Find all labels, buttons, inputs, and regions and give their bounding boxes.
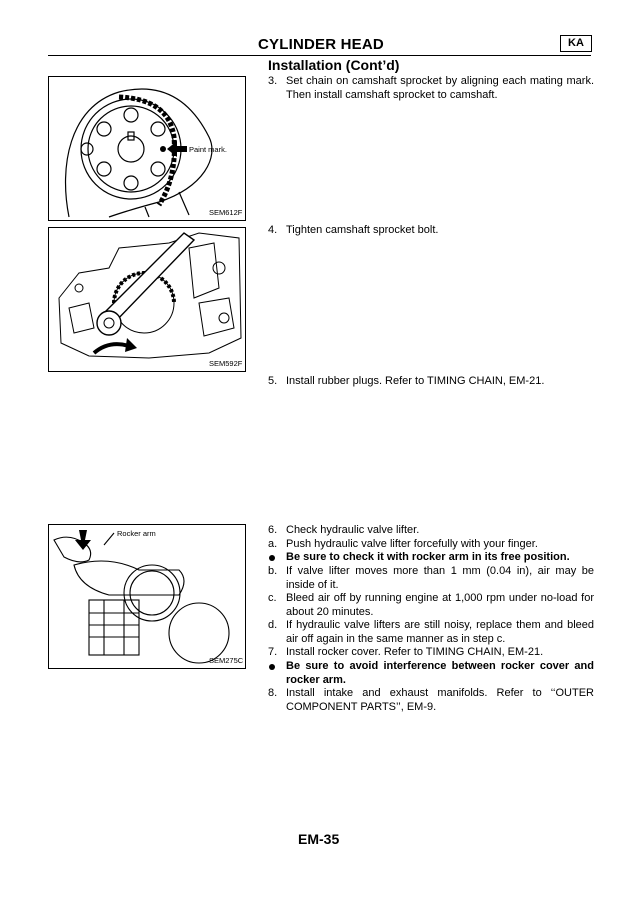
step-7: 7. Install rocker cover. Refer to TIMING… bbox=[268, 646, 598, 660]
rocker-arm-label: Rocker arm bbox=[117, 529, 156, 538]
figure-code: SEM592F bbox=[209, 359, 243, 368]
step-6c: c. Bleed air off by running engine at 1,… bbox=[268, 592, 598, 620]
step-marker: c. bbox=[268, 592, 277, 604]
step-text: Be sure to check it with rocker arm in i… bbox=[286, 551, 570, 563]
step-marker: 3. bbox=[268, 75, 278, 87]
figure-sprocket-bolt: SEM592F bbox=[48, 227, 246, 372]
bullet-icon bbox=[269, 664, 275, 670]
section-title: Installation (Cont’d) bbox=[268, 57, 400, 73]
step-3: 3. Set chain on camshaft sprocket by ali… bbox=[268, 75, 598, 105]
page-number: EM-35 bbox=[298, 831, 340, 847]
step-marker: 5. bbox=[268, 375, 278, 387]
sprocket-chain-illustration bbox=[64, 88, 213, 218]
step-4: 4. Tighten camshaft sprocket bolt. bbox=[268, 224, 598, 240]
step-text: Push hydraulic valve lifter forcefully w… bbox=[286, 538, 538, 550]
figure-rocker-arm: Rocker arm SEM275C bbox=[48, 524, 246, 669]
step-marker: 6. bbox=[268, 524, 278, 536]
wrench-illustration bbox=[58, 232, 242, 359]
page-header-title: CYLINDER HEAD bbox=[258, 36, 384, 53]
step-6: 6. Check hydraulic valve lifter. bbox=[268, 524, 598, 538]
step-marker: 4. bbox=[268, 224, 278, 236]
step-text: Bleed air off by running engine at 1,000… bbox=[286, 592, 594, 618]
figure-code: SEM275C bbox=[209, 656, 244, 665]
step-text: Be sure to avoid interference between ro… bbox=[286, 660, 594, 686]
figure-camshaft-sprocket: Paint mark. SEM612F bbox=[48, 76, 246, 221]
rocker-arm-illustration bbox=[53, 530, 230, 664]
bullet-icon bbox=[269, 555, 275, 561]
step-marker: d. bbox=[268, 619, 278, 631]
model-badge: KA bbox=[560, 35, 592, 52]
step-text: If hydraulic valve lifters are still noi… bbox=[286, 619, 594, 645]
step-marker: a. bbox=[268, 538, 278, 550]
step-text: Set chain on camshaft sprocket by aligni… bbox=[286, 75, 594, 101]
step-marker: b. bbox=[268, 565, 278, 577]
step-6a: a. Push hydraulic valve lifter forcefull… bbox=[268, 538, 598, 552]
step-text: If valve lifter moves more than 1 mm (0.… bbox=[286, 565, 594, 591]
step-text: Tighten camshaft sprocket bolt. bbox=[286, 224, 439, 236]
figure-code: SEM612F bbox=[209, 208, 243, 217]
step-6b: b. If valve lifter moves more than 1 mm … bbox=[268, 565, 598, 593]
step-text: Install rubber plugs. Refer to TIMING CH… bbox=[286, 375, 545, 387]
step-marker: 7. bbox=[268, 646, 278, 658]
step-7-note: Be sure to avoid interference between ro… bbox=[268, 660, 598, 688]
step-6-note: Be sure to check it with rocker arm in i… bbox=[268, 551, 598, 565]
step-text: Install intake and exhaust manifolds. Re… bbox=[286, 687, 594, 713]
step-text: Install rocker cover. Refer to TIMING CH… bbox=[286, 646, 544, 658]
step-5: 5. Install rubber plugs. Refer to TIMING… bbox=[268, 375, 598, 391]
step-6d: d. If hydraulic valve lifters are still … bbox=[268, 619, 598, 647]
paint-mark-label: Paint mark. bbox=[189, 145, 227, 154]
step-marker: 8. bbox=[268, 687, 278, 699]
step-8: 8. Install intake and exhaust manifolds.… bbox=[268, 687, 598, 715]
step-text: Check hydraulic valve lifter. bbox=[286, 524, 420, 536]
header-divider bbox=[48, 55, 591, 56]
